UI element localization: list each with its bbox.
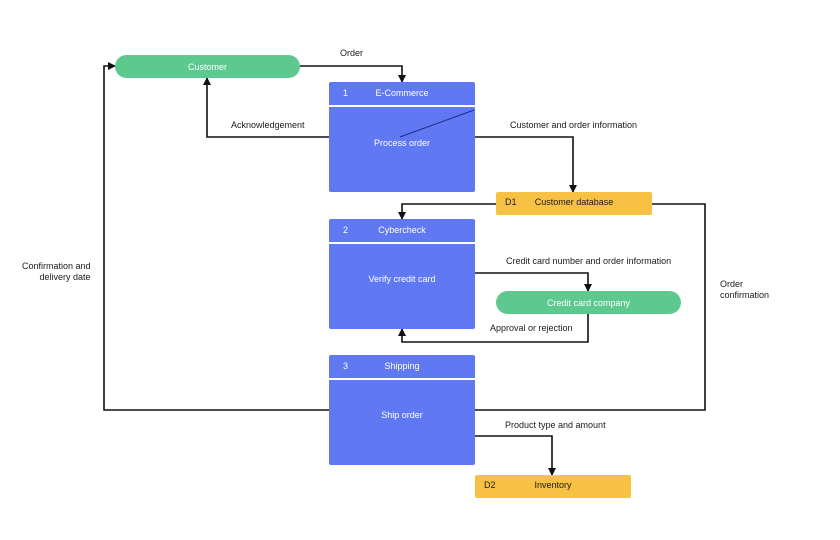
entity-credit-card-company: Credit card company (496, 291, 681, 314)
flow-line-customer-and-order-information (475, 136, 577, 193)
process-e-commerce-title: E-Commerce (375, 88, 429, 98)
flow-line-approval-or-rejection (398, 314, 589, 343)
process-shipping-title: Shipping (384, 361, 420, 371)
flow-line-acknowledgement (203, 77, 329, 138)
flow-line-order (300, 65, 406, 83)
process-cybercheck-id: 2 (343, 225, 349, 235)
process-cybercheck: 2 Cybercheck Verify credit card (329, 219, 475, 329)
store-customer-database-id: D1 (505, 197, 517, 207)
process-shipping: 3 Shipping Ship order (329, 355, 475, 465)
process-e-commerce-id: 1 (343, 88, 349, 98)
flow-label-order: Order (340, 48, 364, 58)
store-inventory-id: D2 (484, 480, 496, 490)
entity-credit-card-company-label: Credit card company (546, 297, 631, 308)
flow-line-credit-card-number (475, 272, 592, 292)
process-cybercheck-label: Verify credit card (368, 274, 436, 284)
process-e-commerce-header: 1 E-Commerce (329, 82, 475, 107)
process-e-commerce-diagonal-line (399, 109, 475, 138)
store-inventory-name: Inventory (534, 480, 572, 490)
store-customer-database-name: Customer database (534, 197, 614, 207)
process-cybercheck-title: Cybercheck (378, 225, 426, 235)
process-e-commerce: 1 E-Commerce Process order (329, 82, 475, 192)
flow-label-credit-card-number-and-order-information: Credit card number and order information (506, 256, 672, 266)
flow-label-customer-and-order-information: Customer and order information (510, 120, 638, 130)
flow-line-confirmation-and-delivery-date (103, 62, 329, 411)
flow-line-database-to-cybercheck (398, 203, 496, 220)
flow-label-product-type-and-amount: Product type and amount (505, 420, 606, 430)
process-e-commerce-label: Process order (373, 138, 431, 148)
process-shipping-label: Ship order (381, 410, 423, 420)
flow-line-order-confirmation (475, 203, 706, 411)
process-cybercheck-header: 2 Cybercheck (329, 219, 475, 244)
entity-customer: Customer (115, 55, 300, 78)
flow-line-product-type-and-amount (475, 435, 556, 476)
store-customer-database: D1 Customer database (496, 192, 652, 215)
process-shipping-id: 3 (343, 361, 349, 371)
flow-label-acknowledgement: Acknowledgement (231, 120, 305, 130)
store-inventory: D2 Inventory (475, 475, 631, 498)
process-shipping-header: 3 Shipping (329, 355, 475, 380)
flow-label-confirmation-and-delivery-date: Confirmation and delivery date (22, 261, 91, 282)
flow-label-approval-or-rejection: Approval or rejection (490, 323, 573, 333)
entity-customer-label: Customer (187, 61, 227, 72)
flow-label-order-confirmation: Order confirmation (720, 279, 770, 300)
